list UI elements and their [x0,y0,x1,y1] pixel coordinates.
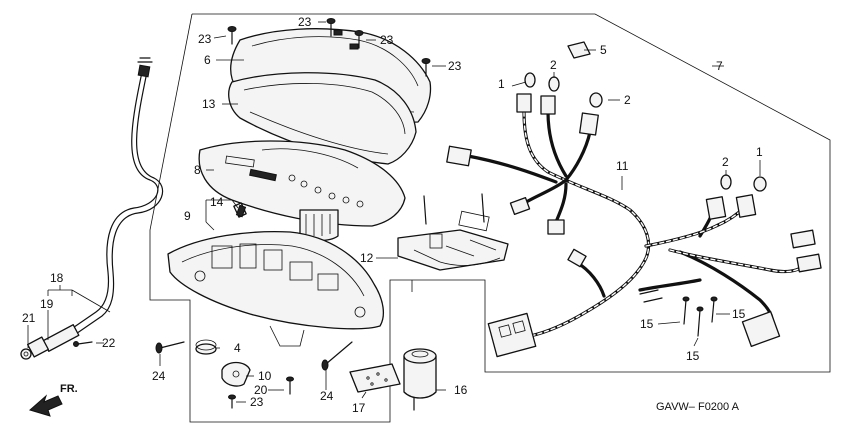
cable-clamp [221,361,251,387]
callout-23: 23 [198,32,212,46]
callout-10: 10 [258,369,272,383]
screws-top [227,18,431,77]
callout-5: 5 [600,43,607,57]
leader-lines [159,21,761,403]
callout-22: 22 [102,336,116,350]
harness-connectors [446,145,822,358]
meter-lens [228,72,417,165]
callout-4: 4 [234,341,241,355]
callout-24: 24 [152,369,166,383]
callout-24: 24 [320,389,334,403]
bulb-sockets-left [516,72,603,136]
indicator-board [397,193,509,271]
mount-bolt-left [155,341,185,354]
callout-21: 21 [22,311,36,325]
cap [567,41,591,59]
mount-bolt-right [321,341,353,371]
callout-20: 20 [254,383,268,397]
harness-screws [682,296,718,337]
callout-8: 8 [194,163,201,177]
callout-2: 2 [624,93,631,107]
foam-seal [349,363,401,393]
callout-23: 23 [298,15,312,29]
assembly-boundary [149,13,831,423]
callout-13: 13 [202,97,216,111]
cable-screw [73,341,93,347]
speedometer-cable [63,57,164,339]
grommet [195,339,217,355]
small-clip [235,204,247,218]
callout-2: 2 [722,155,729,169]
callout-12: 12 [360,251,374,265]
cable-end-fittings [20,324,80,360]
diagram-code: GAVW– F0200 A [656,401,740,413]
callout-19: 19 [40,297,54,311]
callout-15: 15 [732,307,746,321]
callout-2: 2 [550,58,557,72]
callout-6: 6 [204,53,211,67]
callout-7: 7 [716,59,723,73]
main-harness [466,110,808,338]
callout-18: 18 [50,271,64,285]
meter-dial-face [198,140,406,227]
meter-case-bottom [167,231,385,347]
fuel-gauge-unit [403,348,437,411]
callout-14: 14 [210,195,224,209]
callout-15: 15 [640,317,654,331]
callout-23: 23 [448,59,462,73]
callout-9: 9 [184,209,191,223]
callout-15: 15 [686,349,700,363]
callout-1: 1 [756,145,763,159]
callout-23: 23 [250,395,264,409]
callout-16: 16 [454,383,468,397]
callout-17: 17 [352,401,366,415]
callout-labels: 23 6 23 23 23 13 8 14 9 12 5 7 1 2 2 11 … [22,15,763,415]
front-direction-label: FR. [60,383,78,395]
screws-bottom [228,376,294,409]
callout-23: 23 [380,33,394,47]
callout-1: 1 [498,77,505,91]
callout-11: 11 [616,159,629,173]
front-direction-arrow [28,394,63,417]
